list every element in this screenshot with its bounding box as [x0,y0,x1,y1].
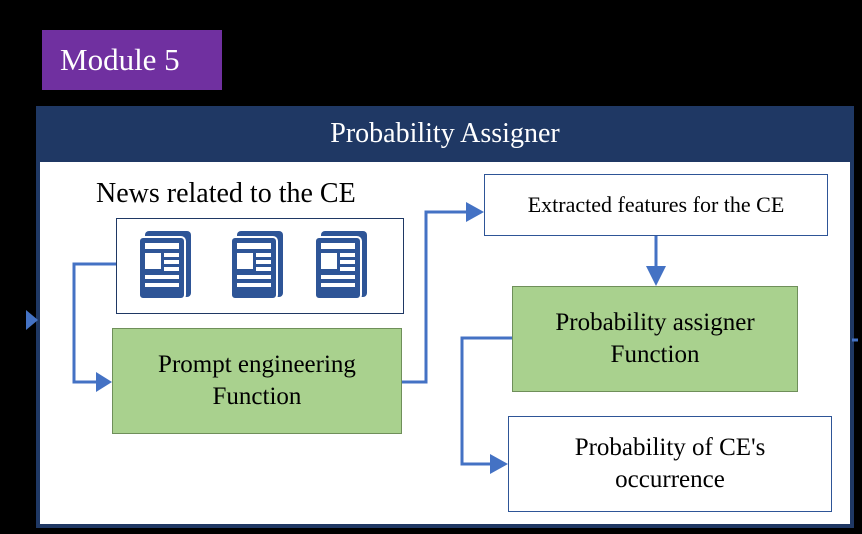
extracted-features-label: Extracted features for the CE [527,191,785,217]
prompt-engineering-box: Prompt engineering Function [112,328,402,434]
module-tag: Module 5 [42,30,222,90]
news-box [116,218,404,314]
prompt-box-line1: Prompt engineering [158,350,356,378]
incoming-arrowhead [26,310,38,330]
probability-assigner-function-box: Probability assigner Function [512,286,798,392]
news-heading: News related to the CE [96,178,356,209]
newspaper-icon [138,231,191,300]
module-tag-label: Module 5 [60,42,180,77]
extracted-features-box: Extracted features for the CE [484,174,828,236]
prob-occ-line2: occurrence [615,466,725,493]
prompt-to-extracted-connector [402,210,466,384]
arrowhead-prompt [96,372,112,392]
arrowhead-occurrence [490,454,508,474]
newspaper-icon [230,231,283,300]
prob-occ-line1: Probability of CE's [574,433,766,461]
probability-occurrence-box: Probability of CE's occurrence [508,416,832,512]
title-bar: Probability Assigner [36,106,854,162]
prob-func-line1: Probability assigner [555,308,755,336]
newspaper-icon [314,231,367,300]
title-label: Probability Assigner [330,118,560,149]
probfunc-to-occurrence-connector [460,336,512,466]
arrowhead-extracted [466,202,484,222]
arrowhead-probfunc [646,266,666,286]
news-to-prompt-connector [72,262,116,384]
prob-func-line2: Function [610,341,700,368]
prompt-box-line2: Function [212,383,302,410]
